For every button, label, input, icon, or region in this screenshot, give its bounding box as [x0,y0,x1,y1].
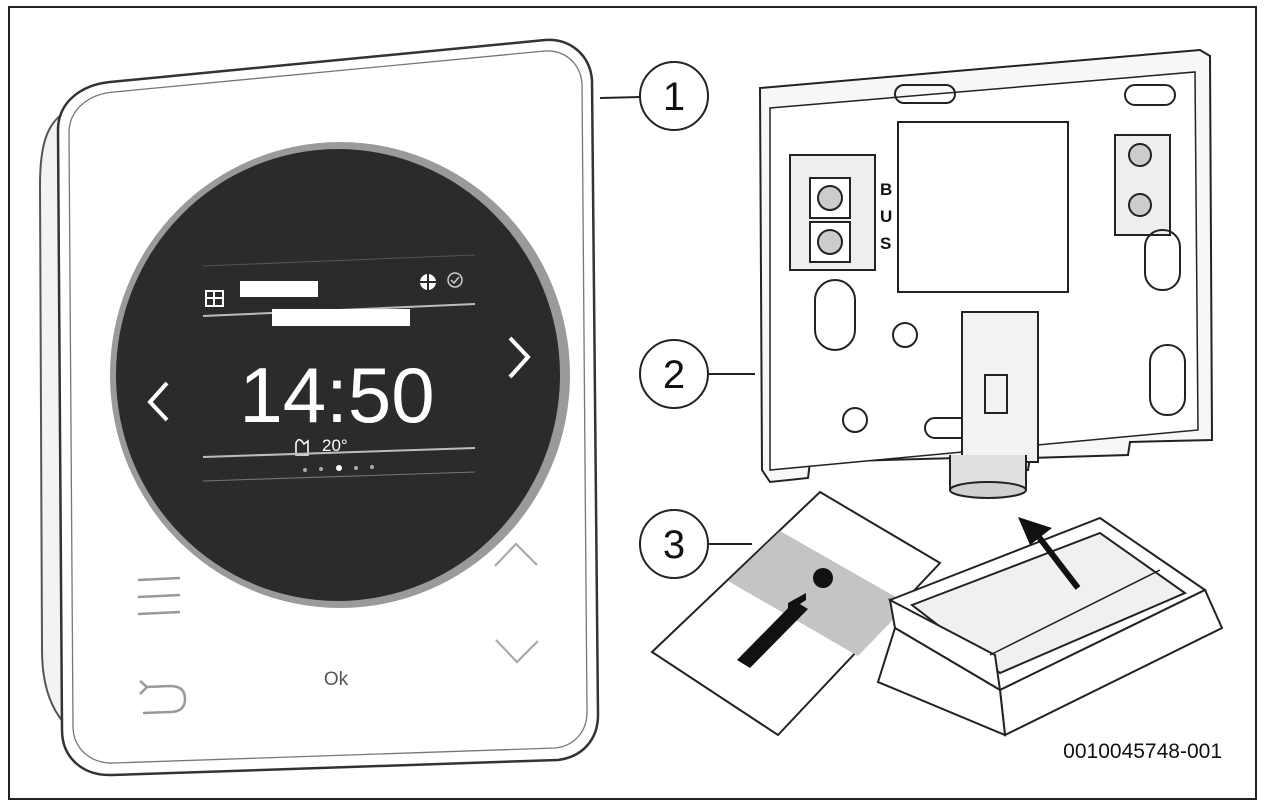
callout-2: 2 [639,339,755,409]
title-bar [272,309,410,326]
ok-button[interactable]: Ok [324,669,349,690]
time-display: 14:50 [239,351,434,439]
info-leaflet [650,490,942,737]
chevron-right-icon[interactable] [508,336,531,379]
callout-number: 2 [663,353,685,397]
callout-number: 3 [663,523,685,567]
chevron-left-icon[interactable] [147,381,169,422]
bus-label: B U S [880,180,892,253]
thermostat-unit: 14:50 20° Ok [38,38,600,777]
bus-letter: U [880,207,892,226]
callout-1: 1 [599,61,709,131]
mounting-base-plate [758,48,1214,499]
back-icon[interactable] [139,680,187,715]
bus-letter: B [880,180,892,199]
info-i-icon [737,601,808,668]
display-screen [116,149,560,601]
flame-icon [295,438,309,456]
insert-arrow [1018,517,1081,590]
figure-border [8,6,1257,800]
reference-code: 0010045748-001 [1063,740,1222,763]
callout-number: 1 [663,75,685,119]
up-arrow-icon[interactable] [494,542,538,567]
status-bar [202,254,476,317]
down-arrow-icon[interactable] [495,639,539,664]
check-icon [447,272,463,288]
zone-name-bar [240,281,318,297]
page-dots [303,465,374,472]
callout-3: 3 [639,509,752,579]
temperature-value: 20° [322,436,348,455]
bus-letter: S [880,234,891,253]
menu-icon[interactable] [137,576,181,616]
temperature-readout: 20° [295,436,348,456]
packaging-box [876,516,1224,737]
